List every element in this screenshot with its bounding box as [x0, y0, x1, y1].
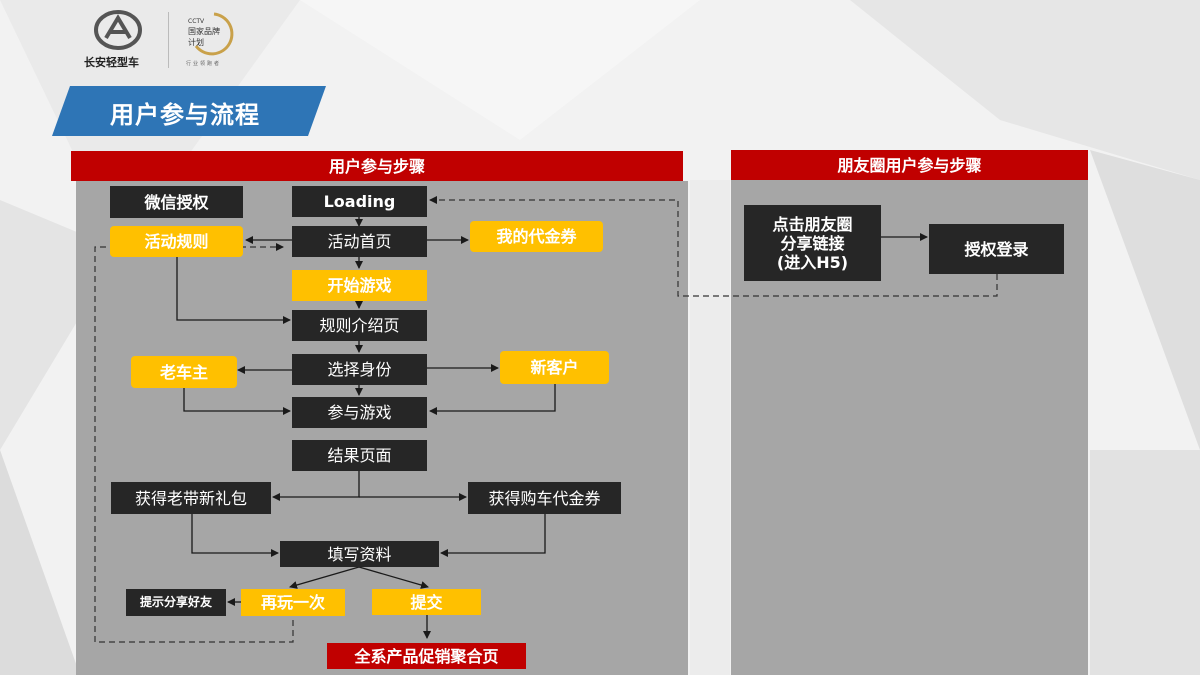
node-start-game: 开始游戏	[292, 270, 427, 301]
node-car-voucher: 获得购车代金券	[468, 482, 621, 514]
node-new-customer: 新客户	[500, 351, 609, 384]
cctv-ring-icon	[194, 12, 234, 56]
cctv-program-label: 国家品牌	[188, 27, 220, 36]
changan-logo-icon	[94, 10, 142, 50]
page-title: 用户参与流程	[110, 101, 260, 129]
logo-divider	[168, 12, 169, 68]
node-choose-identity: 选择身份	[292, 354, 427, 385]
node-submit: 提交	[372, 589, 481, 615]
node-old-owner: 老车主	[131, 356, 237, 388]
click-share-line1: 点击朋友圈	[772, 214, 853, 234]
node-my-voucher: 我的代金券	[470, 221, 603, 252]
node-wechat-auth: 微信授权	[110, 186, 243, 218]
right-panel-title: 朋友圈用户参与步骤	[731, 150, 1088, 180]
node-activity-home: 活动首页	[292, 226, 427, 257]
node-auth-login: 授权登录	[929, 224, 1064, 274]
node-result-page: 结果页面	[292, 440, 427, 471]
node-join-game: 参与游戏	[292, 397, 427, 428]
node-rules-intro: 规则介绍页	[292, 310, 427, 341]
click-share-line2: 分享链接	[780, 233, 845, 253]
node-activity-rules: 活动规则	[110, 226, 243, 257]
cctv-slogan: 行业领跑者	[186, 61, 222, 67]
node-fill-info: 填写资料	[280, 541, 439, 567]
node-referral-gift: 获得老带新礼包	[111, 482, 271, 514]
node-click-share-link: 点击朋友圈 分享链接 (进入H5)	[744, 205, 881, 281]
cctv-plan-label: 计划	[188, 38, 204, 47]
left-panel-title: 用户参与步骤	[71, 151, 683, 181]
cctv-label: CCTV	[188, 18, 205, 25]
node-play-again: 再玩一次	[241, 589, 345, 616]
node-promo-page: 全系产品促销聚合页	[327, 643, 526, 669]
node-share-hint: 提示分享好友	[126, 589, 226, 616]
title-banner	[52, 86, 326, 136]
click-share-line3: (进入H5)	[776, 252, 849, 272]
brand-name: 长安轻型车	[84, 56, 139, 69]
node-loading: Loading	[292, 186, 427, 217]
cctv-logo: CCTV 国家品牌 计划 行业领跑者	[184, 10, 244, 70]
brand-logo: 长安轻型车	[78, 8, 158, 70]
